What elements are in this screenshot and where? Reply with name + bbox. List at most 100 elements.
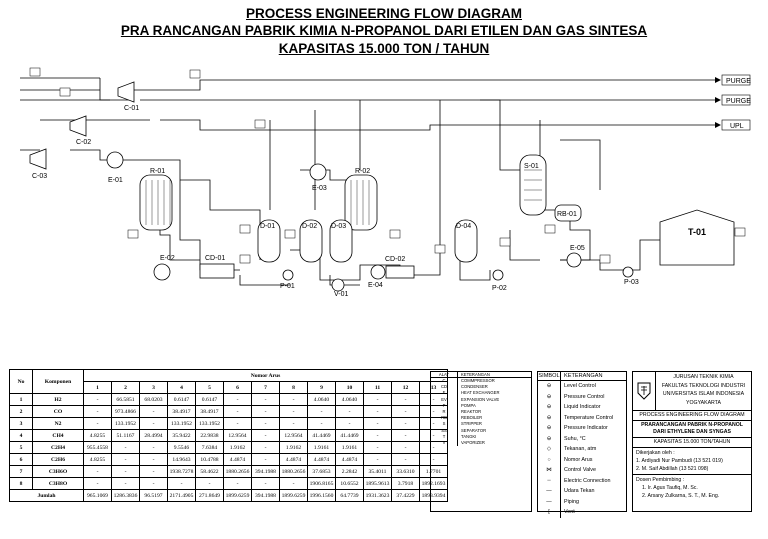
symbol-legend-header: SIMBOL KETERANGAN [538,372,626,381]
flow-value: 7.6384 [195,441,224,454]
legend-code: P [431,402,458,409]
flow-value: 955.4558 [83,441,112,454]
symbol-row: ⊖Pressure Control [538,391,626,402]
flow-value: - [279,417,308,430]
flow-value: 133.1952 [167,417,196,430]
diagram-subtitle: PRA RANCANGAN PABRIK KIMIA N-PROPANOL DA… [120,23,648,38]
flow-value: - [335,417,364,430]
column-header: 8 [279,381,308,394]
flow-value: - [83,477,112,490]
flow-value: - [391,417,420,430]
document-title: PROCESS ENGINEERING FLOW DIAGRAM [633,411,751,421]
symbol-desc: Pressure Indicator [564,425,608,431]
total-value: 1899.6259 [223,489,252,502]
legend-desc: HEAT EXCHANGER [461,390,500,396]
flow-value: 0.6147 [167,393,196,406]
compressor-c01 [117,81,135,103]
flow-value: 1.9161 [335,441,364,454]
column-header: 5 [195,381,224,394]
column-header: 10 [335,381,364,394]
total-value: 37.4229 [391,489,420,502]
legend-code: CD [431,384,458,391]
component-name: C2H4 [32,441,84,454]
flow-value: - [391,441,420,454]
equipment-label: C-01 [124,105,139,112]
legend-code: T [431,433,458,440]
flow-value: 1880.2656 [223,465,252,478]
total-value: 1899.6259 [279,489,308,502]
total-value: 96.5197 [139,489,168,502]
equipment-label: E-01 [108,177,123,184]
flow-value: - [363,405,392,418]
flow-value: - [363,453,392,466]
flow-value: - [111,441,140,454]
flow-value: 1.9162 [279,441,308,454]
outlet-label: PURGE [726,98,751,105]
flow-value: 51.1167 [111,429,140,442]
symbol-icon: ○ [538,454,561,465]
flow-value: 38.4917 [195,405,224,418]
legend-header: ALAT KETERANGAN [431,372,531,378]
flow-value: - [139,441,168,454]
legend-desc: CONDENSER [461,384,488,390]
symbol-desc: Tekanan, atm [564,446,597,452]
flow-value: 1.9161 [307,441,336,454]
equipment-label: D-03 [331,223,346,230]
symbol-icon: ⊖ [538,402,561,413]
title-block: JURUSAN TEKNIK KIMIA FAKULTAS TEKNOLOGI … [632,371,752,512]
flow-value: - [363,429,392,442]
total-label: Jumlah [9,489,84,502]
row-number: 7 [9,465,33,478]
symbol-icon: ◇ [538,444,561,455]
equipment-label: S-01 [524,163,539,170]
total-value: 1286.3836 [111,489,140,502]
outlet-label: PURGE [726,78,751,85]
author-1: 1. Ardiyadi Nur Pambudi (13 521 019) [636,458,723,464]
flow-value: 4.4874 [223,453,252,466]
flow-value: 9.5546 [167,441,196,454]
legend-code: EV [431,396,458,403]
total-value: 2171.4905 [167,489,196,502]
legend-desc: REBOILER [461,415,483,421]
symbol-row: [Vent [538,507,626,518]
total-value: 965.1069 [83,489,112,502]
equipment-label: C-02 [76,139,91,146]
author-2: 2. M. Saif Abdillah (13 521 098) [636,466,709,472]
row-number: 5 [9,441,33,454]
symbol-desc: Pressure Control [564,393,605,400]
flow-value: 394.1988 [251,465,280,478]
equipment-label: R-01 [150,168,165,175]
flow-value: 0.6147 [195,393,224,406]
flow-value: - [251,417,280,430]
legend-desc: VAPORIZER [461,439,485,445]
flow-value: 133.1952 [195,417,224,430]
legend-desc: EXPANSION VALVE [461,396,500,402]
symbol-desc: Liquid Indicator [564,404,601,410]
legend-code: C [431,378,458,385]
total-value: 394.1988 [251,489,280,502]
flow-value: 4.0640 [335,393,364,406]
compressor-c02 [69,115,87,137]
flow-value: 35.4011 [363,465,392,478]
project-title-line1: PRARANCANGAN PABRIK N-PROPANOL [641,422,743,428]
flow-value: - [139,405,168,418]
flow-value: - [83,405,112,418]
legend-desc: REAKTOR [461,408,482,414]
flow-value: 973.4866 [111,405,140,418]
symbol-row: ⊖Liquid Indicator [538,402,626,413]
flow-value: - [139,465,168,478]
flow-value: 41.4469 [307,429,336,442]
flow-value: 1895.9613 [363,477,392,490]
legend-code: E [431,390,458,397]
symbol-row: ┄Electric Connection [538,475,626,486]
flow-value: - [391,405,420,418]
column-header: 1 [83,381,112,394]
total-value: 64.7739 [335,489,364,502]
symbol-desc: Control Valve [564,467,596,473]
flow-value: 38.4917 [167,405,196,418]
